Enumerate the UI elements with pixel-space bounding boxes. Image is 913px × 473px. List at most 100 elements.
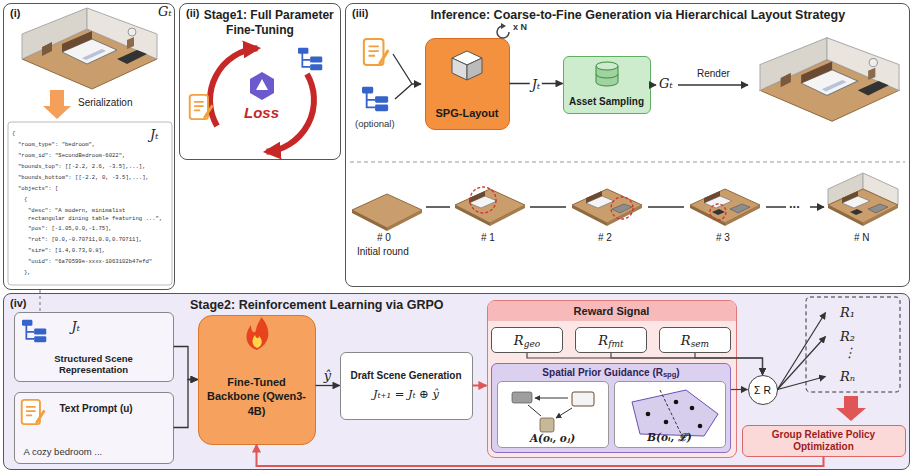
serialize-arrow bbox=[43, 90, 71, 119]
node-text: Group Relative Policy Optimization bbox=[747, 429, 901, 453]
layout-rounds bbox=[469, 191, 497, 208]
scene-symbol: Gₜ bbox=[158, 4, 172, 19]
training-loop bbox=[256, 79, 268, 90]
layout-rounds bbox=[710, 204, 726, 220]
code-line: "room_id": "SecondBedroom-6022", bbox=[18, 152, 125, 160]
node-text: Reward Signal bbox=[488, 301, 736, 321]
prompt-icon bbox=[22, 400, 46, 424]
node-text: R bbox=[514, 333, 524, 348]
code-box bbox=[8, 122, 172, 285]
pairwise-icon bbox=[540, 418, 554, 432]
layout-rounds bbox=[572, 189, 642, 226]
code-line: "room_type": "bedroom", bbox=[18, 141, 95, 149]
step-label: Render bbox=[697, 68, 730, 79]
connector bbox=[473, 385, 487, 387]
layout-icon bbox=[452, 51, 482, 80]
code-box bbox=[8, 122, 172, 285]
layout-rounds bbox=[426, 206, 824, 207]
connector bbox=[174, 380, 198, 428]
code-line: "rot": [0.0,-0.70711,0.0,0.70711], bbox=[28, 236, 142, 244]
panel-tag: (iii) bbox=[352, 7, 369, 19]
node-text: Inference: Coarse-to-Fine Generation via… bbox=[352, 7, 903, 22]
layout-rounds bbox=[868, 204, 888, 213]
panel: (iv)Stage2: Reinforcement Learning via G… bbox=[3, 293, 910, 470]
layout-rounds bbox=[470, 187, 496, 213]
layout-rounds bbox=[828, 189, 898, 226]
boundary-icon bbox=[660, 390, 684, 440]
node-text: Text Prompt (u) bbox=[60, 403, 168, 414]
connector bbox=[695, 353, 763, 375]
separator bbox=[350, 162, 905, 163]
training-loop bbox=[298, 48, 322, 71]
layout-rounds bbox=[704, 191, 732, 208]
node-text: Asset Sampling bbox=[569, 96, 644, 108]
inference-inputs bbox=[362, 87, 388, 111]
code-line: "size": [1.4,0.73,0.8], bbox=[28, 247, 105, 255]
ellipsis: ⋮ bbox=[843, 345, 856, 360]
scene-render bbox=[22, 8, 157, 89]
code-line: "objects": [ bbox=[18, 185, 58, 193]
layout-icon bbox=[467, 58, 482, 80]
layout-rounds bbox=[690, 189, 760, 226]
loss-label: Loss bbox=[244, 104, 279, 121]
serialize-arrow bbox=[43, 90, 71, 119]
loop-icon bbox=[501, 23, 506, 29]
node-text: Σ R bbox=[754, 384, 771, 396]
prior-box: A(oᵢ, oⱼ) bbox=[497, 381, 609, 448]
prompt-icon bbox=[22, 400, 46, 424]
reward-box: Rsem bbox=[659, 327, 731, 353]
code-line: "uuid": "6a70599e-xxxx-1063102b47efd" bbox=[28, 258, 152, 266]
process-box: Draft Scene GenerationJₜ₊₁ = Jₜ ⊕ ŷ bbox=[340, 352, 473, 420]
layout-rounds bbox=[611, 197, 633, 219]
scene-symbol: Jₜ bbox=[150, 127, 158, 142]
layout-rounds bbox=[455, 189, 525, 226]
round-label: # 3 bbox=[716, 232, 730, 243]
node-text: sem bbox=[691, 339, 709, 349]
boundary-icon bbox=[664, 420, 669, 425]
boundary-icon bbox=[632, 390, 718, 436]
reward-box: Rgeo bbox=[491, 327, 563, 353]
code-line: { bbox=[24, 196, 27, 204]
sum-node: Σ R bbox=[748, 375, 778, 405]
round-label: Initial round bbox=[357, 246, 409, 257]
ellipsis: ... bbox=[789, 196, 800, 211]
layout-rounds bbox=[612, 204, 632, 213]
rendered-scene bbox=[760, 38, 899, 121]
connector bbox=[611, 353, 763, 375]
layout-rounds bbox=[352, 194, 422, 231]
training-loop bbox=[190, 48, 323, 152]
connector bbox=[174, 347, 198, 380]
render-arrows bbox=[651, 85, 748, 86]
code-line: "bounds_bottom": [[-2.2, 0, -3.5],...], bbox=[18, 174, 149, 182]
panel-tag: Spatial Prior Guidance (R bbox=[542, 367, 663, 378]
node-text: Stage2: Reinforcement Learning via GRPO bbox=[10, 297, 903, 312]
trainable-icon bbox=[246, 317, 268, 350]
render-arrows bbox=[651, 84, 656, 85]
round-label: # 1 bbox=[481, 232, 495, 243]
node-text: Rₙ bbox=[840, 369, 855, 384]
connector bbox=[731, 389, 748, 390]
advantage-arrow bbox=[836, 396, 866, 421]
layout-rounds bbox=[586, 191, 614, 208]
node-text: ) bbox=[676, 367, 679, 378]
connector bbox=[39, 290, 40, 312]
node-text: geo bbox=[524, 339, 541, 349]
node-text: R bbox=[598, 333, 608, 348]
boundary-icon bbox=[674, 400, 679, 405]
code-line: "pos": [-1.05,0.0,-1.75], bbox=[28, 225, 112, 233]
node-text: R bbox=[681, 333, 691, 348]
panel-tag: (ii) bbox=[186, 7, 199, 19]
rendered-scene bbox=[760, 38, 899, 121]
node-text: Stage1: Full Parameter Fine-Tuning bbox=[186, 7, 334, 38]
layout-rounds bbox=[850, 209, 863, 215]
node-text: B(oᵢ, ℒ) bbox=[647, 430, 692, 444]
connector bbox=[257, 445, 824, 467]
node-text: Fine-Tuned Backbone (Qwen3-4B) bbox=[205, 375, 309, 418]
layout-rounds bbox=[842, 191, 870, 208]
layout-rounds bbox=[730, 204, 750, 213]
boundary-icon bbox=[646, 412, 651, 417]
loop-icon bbox=[497, 23, 509, 38]
input-box: JₜStructured Scene Representation bbox=[14, 312, 174, 382]
connector bbox=[778, 377, 826, 390]
